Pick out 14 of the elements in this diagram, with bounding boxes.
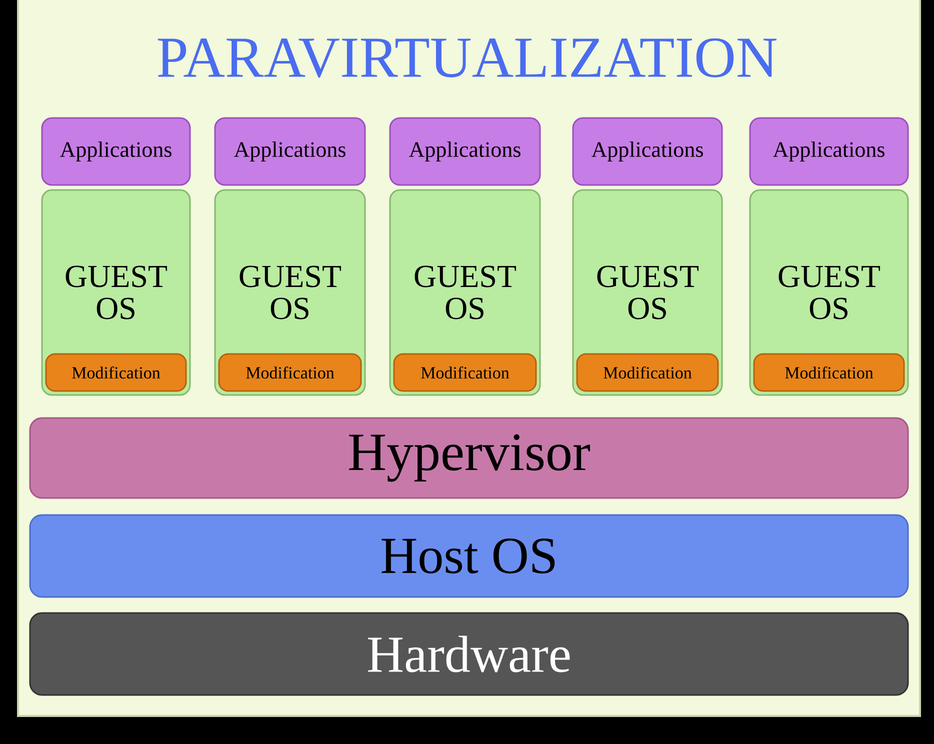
hypervisor-layer: Hypervisor [29, 417, 909, 499]
host-os-layer: Host OS [29, 514, 909, 598]
title: PARAVIRTUALIZATION [158, 38, 776, 78]
hardware-layer: Hardware [29, 612, 909, 696]
application-box: Applications [749, 117, 909, 186]
modification-bar: Modification [45, 353, 187, 392]
application-box: Applications [572, 117, 723, 186]
application-box: Applications [389, 117, 541, 186]
modification-bar: Modification [753, 353, 905, 392]
modification-bar: Modification [576, 353, 719, 392]
application-box: Applications [41, 117, 191, 186]
modification-bar: Modification [393, 353, 537, 392]
modification-bar: Modification [218, 353, 362, 392]
application-box: Applications [214, 117, 366, 186]
